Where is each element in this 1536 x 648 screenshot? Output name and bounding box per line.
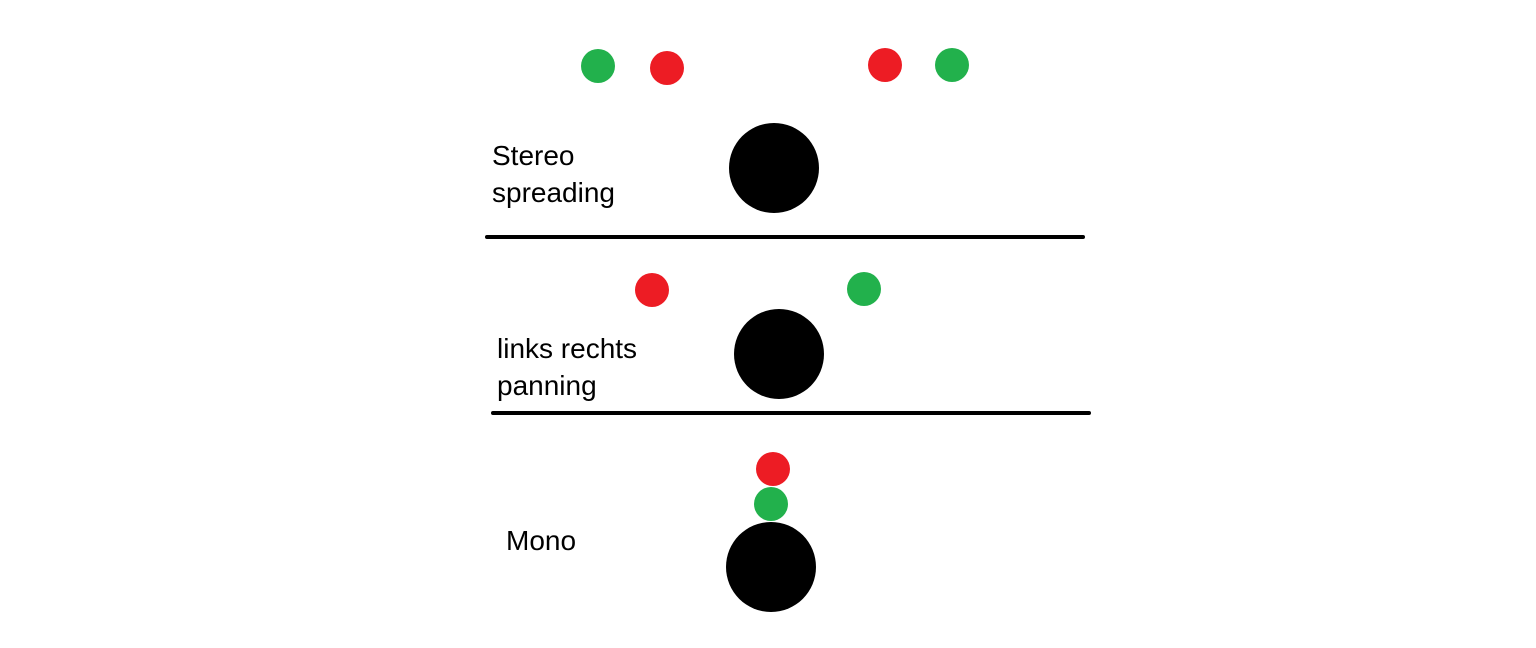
panning-label-line2: panning (497, 370, 597, 401)
right-channel-dot (581, 49, 615, 83)
left-channel-dot (650, 51, 684, 85)
right-channel-dot (935, 48, 969, 82)
right-channel-dot (754, 487, 788, 521)
right-channel-dot (847, 272, 881, 306)
mono-label: Mono (506, 525, 577, 556)
listener-head (726, 522, 816, 612)
listener-head (734, 309, 824, 399)
panning-label-line1: links rechts (497, 333, 638, 364)
left-channel-dot (635, 273, 669, 307)
left-channel-dot (756, 452, 790, 486)
section-divider (491, 411, 1091, 415)
stereo-label-line2: spreading (492, 177, 615, 208)
stereo-label-line1: Stereo (492, 140, 575, 171)
left-channel-dot (868, 48, 902, 82)
section-divider (485, 235, 1085, 239)
listener-head (729, 123, 819, 213)
